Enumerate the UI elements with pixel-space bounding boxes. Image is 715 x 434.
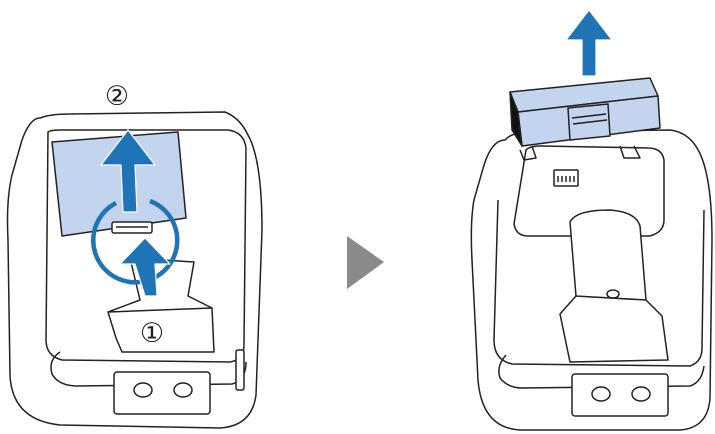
step-1-label: ① — [140, 318, 164, 349]
step-2-label: ② — [105, 81, 129, 112]
arrow-up-icon — [566, 10, 612, 76]
play-triangle-icon — [347, 236, 384, 289]
bottom-connector — [114, 372, 210, 414]
svg-text:①: ① — [140, 318, 164, 349]
side-button — [236, 350, 244, 390]
svg-text:②: ② — [105, 81, 129, 112]
bottom-connector — [572, 374, 668, 416]
right-device — [471, 130, 712, 430]
